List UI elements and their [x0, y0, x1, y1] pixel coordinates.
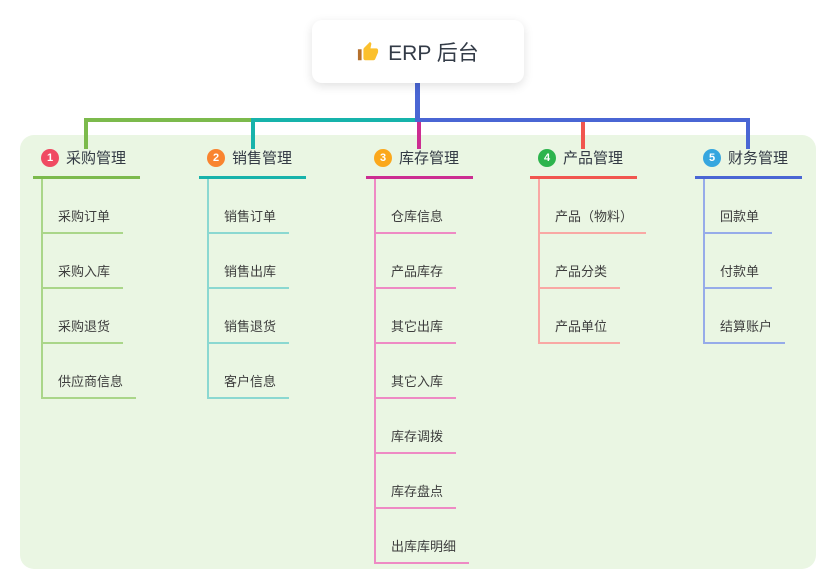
child-connector-line: [41, 179, 43, 399]
connector-drop-product: [581, 122, 585, 149]
child-node[interactable]: 采购退货: [41, 316, 124, 344]
root-title: ERP 后台: [388, 41, 479, 65]
branch-title: 采购管理: [66, 150, 127, 167]
branch-purchase-header[interactable]: 1 采购管理: [33, 147, 141, 179]
child-node[interactable]: 库存调拨: [374, 426, 457, 454]
child-connector-line: [703, 179, 705, 344]
child-node[interactable]: 客户信息: [207, 371, 290, 399]
child-node[interactable]: 供应商信息: [41, 371, 137, 399]
branch-finance: 5 财务管理 回款单 付款单 结算账户: [695, 147, 803, 344]
connector-horizontal-green: [84, 118, 255, 122]
branch-sales-header[interactable]: 2 销售管理: [199, 147, 307, 179]
branch-number-badge: 5: [703, 148, 721, 167]
branch-title: 库存管理: [399, 150, 460, 167]
branch-title: 财务管理: [728, 150, 789, 167]
thumbs-up-icon: [357, 41, 379, 63]
child-node[interactable]: 采购入库: [41, 261, 124, 289]
branch-inventory: 3 库存管理 仓库信息 产品库存 其它出库 其它入库 库存调拨 库存盘点 出库库…: [366, 147, 474, 564]
child-node[interactable]: 产品库存: [374, 261, 457, 289]
connector-drop-purchase: [84, 118, 88, 149]
connector-horizontal-teal: [251, 118, 419, 122]
connector-root-vertical: [415, 83, 420, 120]
child-node[interactable]: 仓库信息: [374, 206, 457, 234]
child-connector-line: [207, 179, 209, 399]
child-node[interactable]: 出库库明细: [374, 536, 470, 564]
branch-title: 销售管理: [232, 150, 293, 167]
connector-drop-sales: [251, 118, 255, 149]
child-node[interactable]: 付款单: [703, 261, 773, 289]
child-node[interactable]: 其它出库: [374, 316, 457, 344]
child-node[interactable]: 产品分类: [538, 261, 621, 289]
branch-number-badge: 1: [41, 148, 59, 167]
child-node[interactable]: 采购订单: [41, 206, 124, 234]
branch-purchase: 1 采购管理 采购订单 采购入库 采购退货 供应商信息: [33, 147, 141, 399]
connector-drop-finance: [746, 118, 750, 149]
child-connector-line: [374, 179, 376, 564]
branch-product: 4 产品管理 产品（物料） 产品分类 产品单位: [530, 147, 647, 344]
branch-inventory-header[interactable]: 3 库存管理: [366, 147, 474, 179]
child-node[interactable]: 库存盘点: [374, 481, 457, 509]
root-node[interactable]: ERP 后台: [312, 20, 524, 83]
child-node[interactable]: 销售订单: [207, 206, 290, 234]
branch-sales: 2 销售管理 销售订单 销售出库 销售退货 客户信息: [199, 147, 307, 399]
branch-title: 产品管理: [563, 150, 624, 167]
child-node[interactable]: 回款单: [703, 206, 773, 234]
child-node[interactable]: 结算账户: [703, 316, 786, 344]
canvas-panel: [20, 135, 816, 569]
child-node[interactable]: 产品（物料）: [538, 206, 647, 234]
child-node[interactable]: 销售退货: [207, 316, 290, 344]
connector-drop-inventory: [417, 122, 421, 149]
child-node[interactable]: 其它入库: [374, 371, 457, 399]
child-connector-line: [538, 179, 540, 344]
child-node[interactable]: 产品单位: [538, 316, 621, 344]
branch-finance-header[interactable]: 5 财务管理: [695, 147, 803, 179]
branch-product-header[interactable]: 4 产品管理: [530, 147, 638, 179]
connector-horizontal-blue: [415, 118, 750, 122]
branch-number-badge: 3: [374, 148, 392, 167]
branch-number-badge: 2: [207, 148, 225, 167]
child-node[interactable]: 销售出库: [207, 261, 290, 289]
branch-number-badge: 4: [538, 148, 556, 167]
